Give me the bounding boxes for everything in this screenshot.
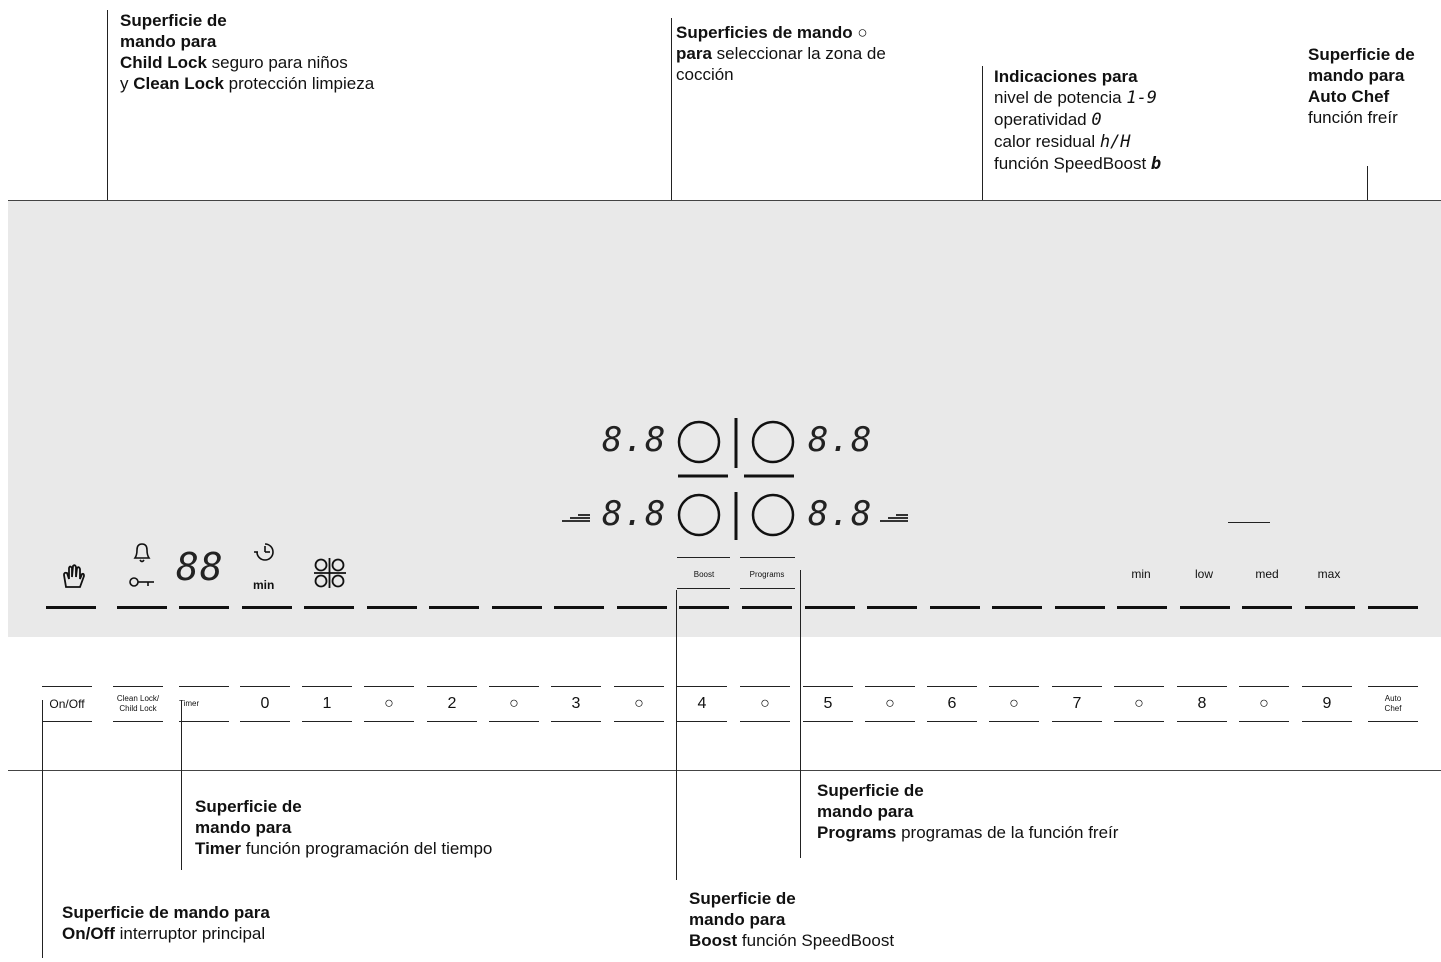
touch-segment[interactable]: [1305, 606, 1355, 609]
key-dot[interactable]: ○: [614, 686, 664, 722]
leader-on-off: [42, 700, 43, 958]
key-dot[interactable]: ○: [364, 686, 414, 722]
key-7[interactable]: 7: [1052, 686, 1102, 722]
touch-segment[interactable]: [429, 606, 479, 609]
display-top-left: 8.8: [602, 420, 667, 460]
level-low: low: [1194, 567, 1213, 581]
cooking-zone-selector[interactable]: [672, 412, 802, 552]
touch-segment[interactable]: [304, 606, 354, 609]
touch-segment[interactable]: [242, 606, 292, 609]
timer-display: 88: [176, 545, 224, 589]
touch-segment[interactable]: [867, 606, 917, 609]
key-dot[interactable]: ○: [989, 686, 1039, 722]
key-dot[interactable]: ○: [1114, 686, 1164, 722]
level-max: max: [1317, 567, 1341, 581]
touch-segment[interactable]: [367, 606, 417, 609]
leader-boost: [676, 590, 677, 880]
bell-icon: [133, 543, 151, 563]
boost-label-line-top: [677, 557, 730, 558]
callout-child-lock: Superficie de mando para Child Lock segu…: [120, 11, 375, 93]
callout-boost: Superficie de mando para Boost función S…: [689, 889, 895, 950]
key-icon: [129, 577, 154, 587]
programs-label: Programs: [749, 570, 785, 579]
touch-segment[interactable]: [179, 606, 229, 609]
display-bottom-right: 8.8: [808, 494, 873, 534]
zone-ring-top-left: [677, 420, 721, 464]
touch-segment[interactable]: [1180, 606, 1230, 609]
zone-ring-top-right: [751, 420, 795, 464]
key-6[interactable]: 6: [927, 686, 977, 722]
key-dot[interactable]: ○: [489, 686, 539, 722]
key-auto-chef[interactable]: Auto Chef: [1368, 686, 1418, 722]
key-clean-child-lock[interactable]: Clean Lock/ Child Lock: [113, 686, 163, 722]
zone-ring-bottom-left: [677, 493, 721, 537]
boost-label-line-bottom: [677, 588, 730, 589]
boost-label: Boost: [693, 570, 715, 579]
key-1[interactable]: 1: [302, 686, 352, 722]
boost-bar-icon-right: [880, 514, 908, 522]
key-5[interactable]: 5: [803, 686, 853, 722]
level-min: min: [1131, 567, 1151, 581]
touch-segment[interactable]: [742, 606, 792, 609]
key-dot[interactable]: ○: [1239, 686, 1289, 722]
key-strip: [8, 637, 1441, 771]
display-bottom-left: 8.8: [602, 494, 667, 534]
key-8[interactable]: 8: [1177, 686, 1227, 722]
hand-icon: [63, 564, 85, 588]
touch-segment[interactable]: [1055, 606, 1105, 609]
programs-label-line-bottom: [740, 588, 795, 589]
callout-timer: Superficie de mando para Timer función p…: [195, 797, 493, 858]
touch-segment[interactable]: [1242, 606, 1292, 609]
leader-programs: [800, 570, 801, 858]
callout-zones: Superficies de mando ○ para seleccionar …: [676, 23, 886, 84]
touch-segment[interactable]: [992, 606, 1042, 609]
key-2[interactable]: 2: [427, 686, 477, 722]
touch-segment[interactable]: [1117, 606, 1167, 609]
touch-segment[interactable]: [679, 606, 729, 609]
touch-segment[interactable]: [554, 606, 604, 609]
key-4[interactable]: 4: [677, 686, 727, 722]
key-dot[interactable]: ○: [865, 686, 915, 722]
callout-auto-chef: Superficie de mando para Auto Chef funci…: [1308, 45, 1415, 127]
leader-timer: [181, 700, 182, 870]
zones-icon: [314, 558, 346, 588]
key-0[interactable]: 0: [240, 686, 290, 722]
key-dot[interactable]: ○: [740, 686, 790, 722]
touch-segment[interactable]: [1368, 606, 1418, 609]
key-9[interactable]: 9: [1302, 686, 1352, 722]
callout-on-off: Superficie de mando para On/Off interrup…: [62, 903, 270, 943]
key-on-off[interactable]: On/Off: [42, 686, 92, 722]
boost-bar-icon: [562, 514, 590, 522]
level-med: med: [1255, 567, 1279, 581]
callout-programs: Superficie de mando para Programs progra…: [817, 781, 1119, 842]
key-timer[interactable]: Timer: [179, 686, 229, 722]
programs-label-line-top: [740, 557, 795, 558]
touch-segment[interactable]: [492, 606, 542, 609]
display-top-right: 8.8: [808, 420, 873, 460]
touch-segment[interactable]: [117, 606, 167, 609]
key-3[interactable]: 3: [551, 686, 601, 722]
touch-segment[interactable]: [805, 606, 855, 609]
touch-segment[interactable]: [930, 606, 980, 609]
clock-icon: [254, 543, 274, 561]
touch-segment[interactable]: [46, 606, 96, 609]
level-indicator: [1228, 522, 1270, 523]
timer-min-label: min: [253, 578, 275, 592]
callout-indicators: Indicaciones para nivel de potencia 1-9 …: [994, 67, 1162, 174]
touch-segment[interactable]: [617, 606, 667, 609]
zone-ring-bottom-right: [751, 493, 795, 537]
